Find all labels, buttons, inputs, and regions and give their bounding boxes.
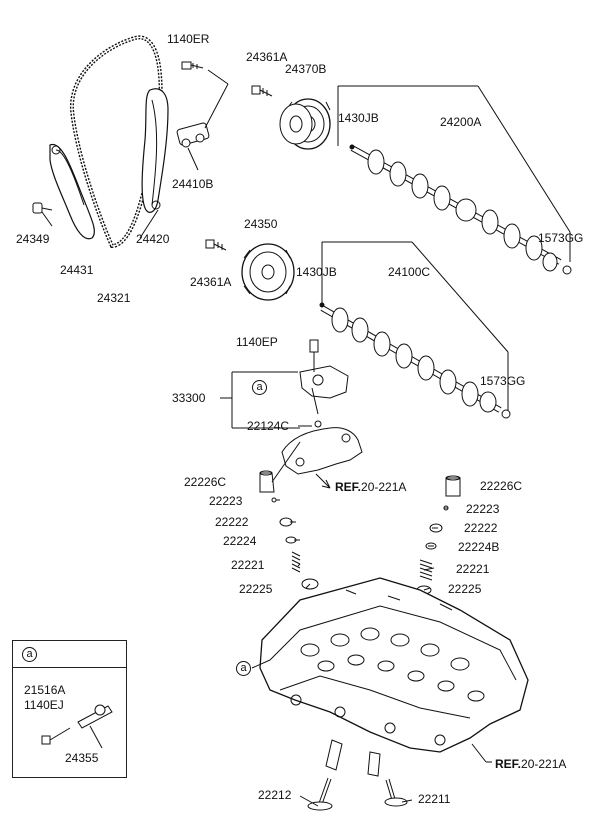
part-label: 24420 [136, 232, 170, 246]
part-label: 22222 [464, 521, 498, 535]
sprocket-exhaust [241, 243, 295, 301]
bolt-1140ER [181, 61, 204, 70]
cvvt-sprocket-intake [279, 98, 331, 150]
valve-guide-right [367, 751, 381, 777]
part-label: 22221 [231, 558, 265, 572]
part-label: 24100C [388, 265, 431, 279]
hla-right [445, 475, 461, 497]
part-label: 22212 [258, 788, 292, 802]
callout-a-symbol: a [236, 661, 251, 676]
part-label: 21516A [24, 683, 66, 697]
part-label: 22223 [209, 494, 243, 508]
part-label: 22124C [247, 419, 290, 433]
part-label: 22226C [184, 475, 227, 489]
part-label: 24200A [440, 115, 482, 129]
part-label: 24361A [246, 50, 288, 64]
bolt-24361A-lower [205, 239, 227, 251]
part-label: 22226C [480, 479, 523, 493]
detail-inset: a [12, 640, 127, 778]
reference-link: REF.20-221A [495, 757, 567, 771]
valve-guide-left [325, 739, 343, 771]
part-label: 1573GG [538, 231, 584, 245]
valve-spring-left [291, 551, 301, 573]
cam-cap [281, 420, 363, 475]
part-label: 1140ER [167, 32, 210, 46]
exhaust-valve [384, 778, 408, 807]
inset-header: a [13, 641, 126, 668]
part-label: 22224B [458, 540, 500, 554]
part-label: 22223 [466, 502, 500, 516]
part-label: 22211 [418, 792, 451, 806]
part-label: 1430JB [296, 265, 337, 279]
hydraulic-tensioner [176, 122, 210, 148]
part-label: 22221 [456, 562, 490, 576]
camshaft-upper [349, 144, 572, 275]
part-label: 24370B [285, 62, 327, 76]
inset-oil-valve [77, 704, 113, 749]
bolt-24361A-upper [251, 85, 273, 97]
part-label: 22225 [239, 582, 273, 596]
hla-left [259, 470, 275, 493]
bolt-24349 [32, 202, 53, 214]
part-label: 24355 [65, 751, 99, 765]
part-label: 22222 [215, 515, 249, 529]
camshaft-lower [319, 302, 511, 419]
timing-chain [69, 35, 163, 249]
callout-a-symbol: a [22, 647, 37, 662]
part-label: 24349 [16, 232, 50, 246]
part-label: 1140EJ [24, 698, 64, 712]
cam-bracket [299, 339, 349, 415]
part-label: 24350 [244, 217, 278, 231]
tensioner-arm [49, 143, 95, 240]
part-label: 1140EP [236, 335, 278, 349]
reference-link: REF.20-221A [335, 480, 407, 494]
part-label: 24431 [60, 263, 94, 277]
part-label: 22224 [223, 534, 257, 548]
intake-valve [307, 777, 333, 811]
part-label: 24410B [172, 177, 214, 191]
part-label: 22225 [448, 582, 482, 596]
callout-a-symbol: a [252, 380, 267, 395]
cylinder-head [259, 577, 529, 753]
part-label: 24321 [97, 291, 131, 305]
part-label: 24361A [190, 275, 232, 289]
part-label: 1430JB [338, 111, 379, 125]
part-label: 1573GG [480, 374, 526, 388]
inset-bolt [41, 727, 71, 745]
part-label: 33300 [172, 391, 206, 405]
chain-guide [141, 88, 169, 213]
